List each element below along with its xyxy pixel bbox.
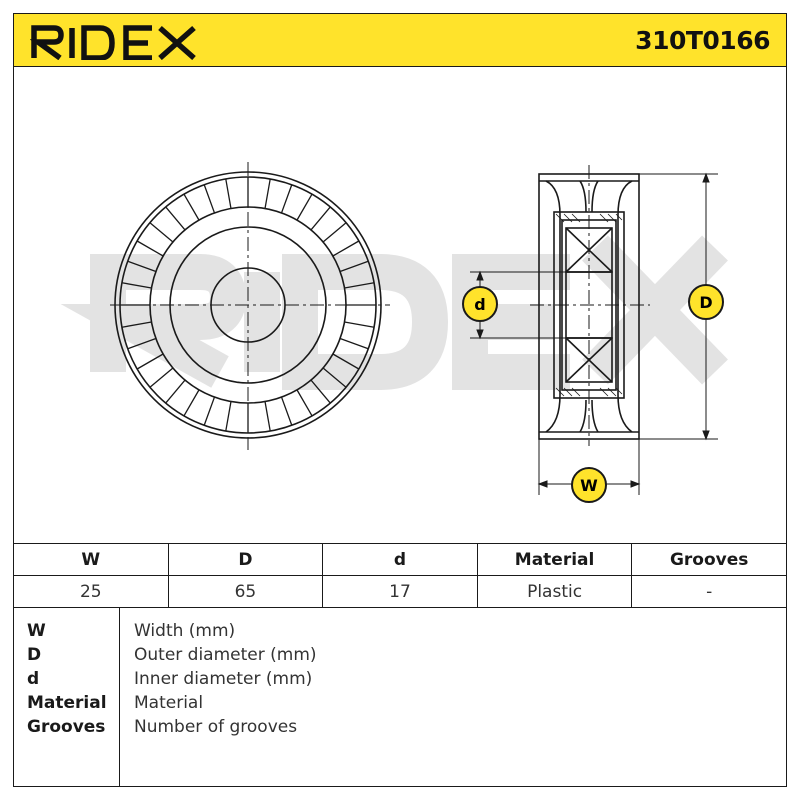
side-centre-lines — [530, 165, 650, 446]
pulley-rib — [149, 222, 174, 243]
pulley-rib — [339, 337, 369, 350]
pulley-rib — [121, 321, 152, 328]
spec-header-grooves: Grooves — [631, 543, 787, 576]
pulley-rib — [332, 240, 360, 257]
pulley-rib — [121, 282, 152, 289]
label-D: D — [699, 293, 712, 312]
technical-drawing-frame — [13, 67, 787, 543]
spec-header-d-inner: d — [322, 543, 478, 576]
pulley-rib — [136, 353, 164, 370]
spec-header-material: Material — [476, 543, 633, 576]
pulley-rib — [203, 396, 216, 426]
spec-header-w: W — [13, 543, 169, 576]
label-W: W — [580, 476, 598, 495]
legend-key: D — [27, 645, 42, 665]
pulley-rib — [165, 379, 186, 404]
centre-lines — [110, 162, 390, 450]
legend-values: Width (mm) Outer diameter (mm) Inner dia… — [134, 619, 317, 739]
spec-header-row: W D d Material Grooves — [13, 543, 787, 576]
pulley-rib — [280, 184, 293, 214]
legend-description: Outer diameter (mm) — [134, 645, 317, 665]
spec-header-d-outer: D — [167, 543, 324, 576]
badge-outer-diameter: D — [688, 284, 724, 320]
legend-key: Grooves — [27, 717, 106, 737]
pulley-rib — [344, 282, 375, 289]
legend-key: Material — [27, 693, 107, 713]
pulley-rib — [322, 222, 347, 243]
pulley-rib — [225, 178, 232, 209]
legend-key: d — [27, 669, 40, 689]
legend-key: W — [27, 621, 46, 641]
pulley-rib — [310, 206, 331, 231]
legend-keys: W D d Material Grooves — [27, 619, 107, 739]
spec-value-grooves: - — [631, 575, 787, 608]
pulley-rib — [339, 260, 369, 273]
pulley-rib — [183, 389, 200, 417]
spec-table: W D d Material Grooves 25 65 17 Plastic … — [13, 543, 787, 608]
spec-value-d-inner: 17 — [322, 575, 478, 608]
pulley-rib — [127, 260, 157, 273]
legend-description: Number of grooves — [134, 717, 298, 737]
pulley-rib — [280, 396, 293, 426]
pulley-rib — [203, 184, 216, 214]
badge-width: W — [571, 467, 607, 503]
pulley-rib — [165, 206, 186, 231]
part-number: 310T0166 — [635, 26, 770, 55]
pulley-rib — [149, 367, 174, 388]
ridex-logo — [30, 25, 196, 60]
legend-divider — [119, 607, 120, 786]
technical-drawing: d D W — [60, 162, 728, 503]
label-d: d — [474, 295, 485, 314]
pulley-rib — [127, 337, 157, 350]
spec-value-row: 25 65 17 Plastic - — [13, 575, 787, 608]
header-bar: 310T0166 — [13, 13, 787, 67]
pulley-rib — [322, 367, 347, 388]
badge-inner-diameter: d — [462, 286, 498, 322]
legend: W D d Material Grooves Width (mm) Outer … — [13, 607, 787, 787]
pulley-rib — [296, 389, 313, 417]
spec-value-material: Plastic — [476, 575, 633, 608]
pulley-rib — [310, 379, 331, 404]
seal-hatch — [555, 213, 623, 397]
pulley-rib — [332, 353, 360, 370]
pulley-rib — [344, 321, 375, 328]
pulley-rib — [296, 193, 313, 221]
pulley-rib — [264, 401, 271, 432]
pulley-rib — [136, 240, 164, 257]
spec-value-w: 25 — [13, 575, 169, 608]
pulley-rib — [225, 401, 232, 432]
legend-description: Material — [134, 693, 204, 713]
legend-description: Width (mm) — [134, 621, 236, 641]
legend-description: Inner diameter (mm) — [134, 669, 313, 689]
pulley-rib — [183, 193, 200, 221]
pulley-rib — [264, 178, 271, 209]
spec-value-d-outer: 65 — [167, 575, 324, 608]
